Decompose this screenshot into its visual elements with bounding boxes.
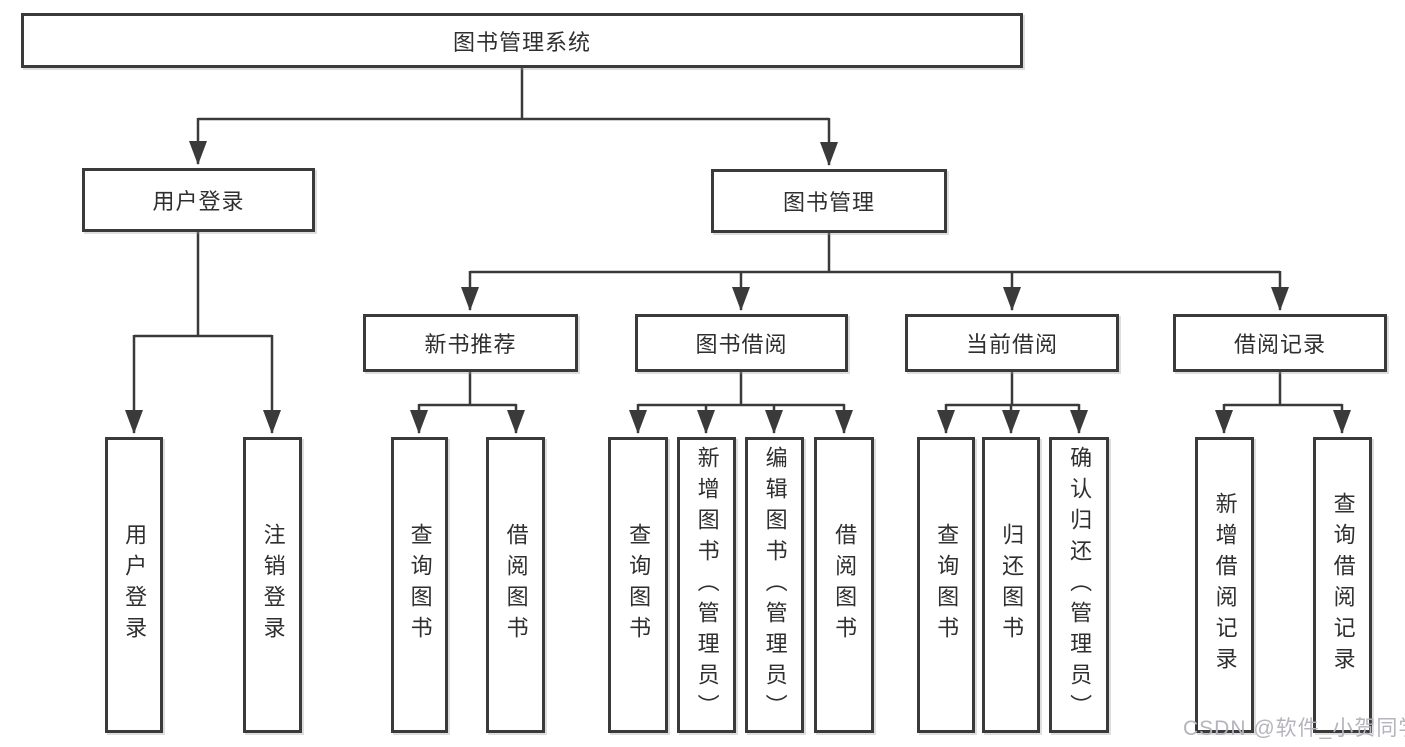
leaf-label-logout: 注销登录 [260, 523, 286, 647]
node-library-management-system: 图书管理系统 [21, 13, 1023, 68]
branch-current-borrow-to-leaves [937, 372, 1088, 434]
leaf-label-confirm-return-admin: 确认归还（管理员） [1067, 445, 1093, 725]
leaf-query-borrow-record: 查询借阅记录 [1313, 437, 1372, 733]
node-label-borrow-record: 借阅记录 [1233, 332, 1326, 357]
node-label-new-book-recommend: 新书推荐 [424, 332, 517, 357]
leaf-label-borrow-book-2: 借阅图书 [832, 523, 858, 647]
leaf-label-borrow-book-1: 借阅图书 [503, 523, 529, 647]
leaf-label-return-book: 归还图书 [999, 523, 1025, 647]
node-label-book-borrow: 图书借阅 [695, 332, 788, 357]
csdn-watermark: CSDN @软件_小贺同学 [1183, 717, 1405, 740]
node-borrow-record: 借阅记录 [1173, 314, 1387, 372]
branch-user-login-to-leaves [125, 232, 281, 434]
leaf-return-book: 归还图书 [982, 437, 1040, 733]
leaf-query-book-under-recommend: 查询图书 [391, 437, 448, 733]
leaf-edit-book-admin: 编辑图书（管理员） [745, 437, 804, 733]
node-current-borrow: 当前借阅 [905, 314, 1119, 372]
leaf-add-borrow-record: 新增借阅记录 [1195, 437, 1254, 733]
leaf-confirm-return-admin: 确认归还（管理员） [1049, 437, 1109, 733]
branch-book-mgmt-to-level3 [461, 233, 1289, 311]
branch-new-book-rec-to-leaves [410, 372, 525, 434]
branch-root-to-level2 [189, 68, 838, 166]
node-label-current-borrow: 当前借阅 [965, 332, 1058, 357]
branch-book-borrow-to-leaves [629, 372, 853, 434]
leaf-label-user-login: 用户登录 [122, 523, 148, 647]
leaf-add-book-admin: 新增图书（管理员） [677, 437, 736, 733]
node-book-borrow: 图书借阅 [635, 314, 848, 372]
node-label-book-management: 图书管理 [782, 190, 875, 215]
node-user-login: 用户登录 [82, 168, 315, 232]
node-label-root: 图书管理系统 [452, 29, 591, 55]
leaf-label-query-book-2: 查询图书 [626, 523, 652, 647]
leaf-label-add-borrow-record: 新增借阅记录 [1212, 492, 1238, 678]
node-new-book-recommend: 新书推荐 [363, 314, 578, 372]
leaf-user-login: 用户登录 [105, 437, 163, 733]
branch-borrow-record-to-leaves [1215, 372, 1351, 434]
leaf-label-query-book-3: 查询图书 [934, 523, 960, 647]
leaf-label-query-book-1: 查询图书 [407, 523, 433, 647]
node-book-management: 图书管理 [711, 169, 947, 233]
leaf-borrow-book-under-borrow: 借阅图书 [814, 437, 874, 733]
leaf-label-query-borrow-record: 查询借阅记录 [1330, 492, 1356, 678]
leaf-borrow-book-under-recommend: 借阅图书 [486, 437, 545, 733]
leaf-query-book-under-current: 查询图书 [917, 437, 975, 733]
leaf-query-book-under-borrow: 查询图书 [608, 437, 668, 733]
leaf-label-edit-book-admin: 编辑图书（管理员） [762, 445, 788, 725]
node-label-user-login: 用户登录 [152, 189, 245, 214]
leaf-label-add-book-admin: 新增图书（管理员） [694, 445, 720, 725]
leaf-logout: 注销登录 [243, 437, 302, 733]
